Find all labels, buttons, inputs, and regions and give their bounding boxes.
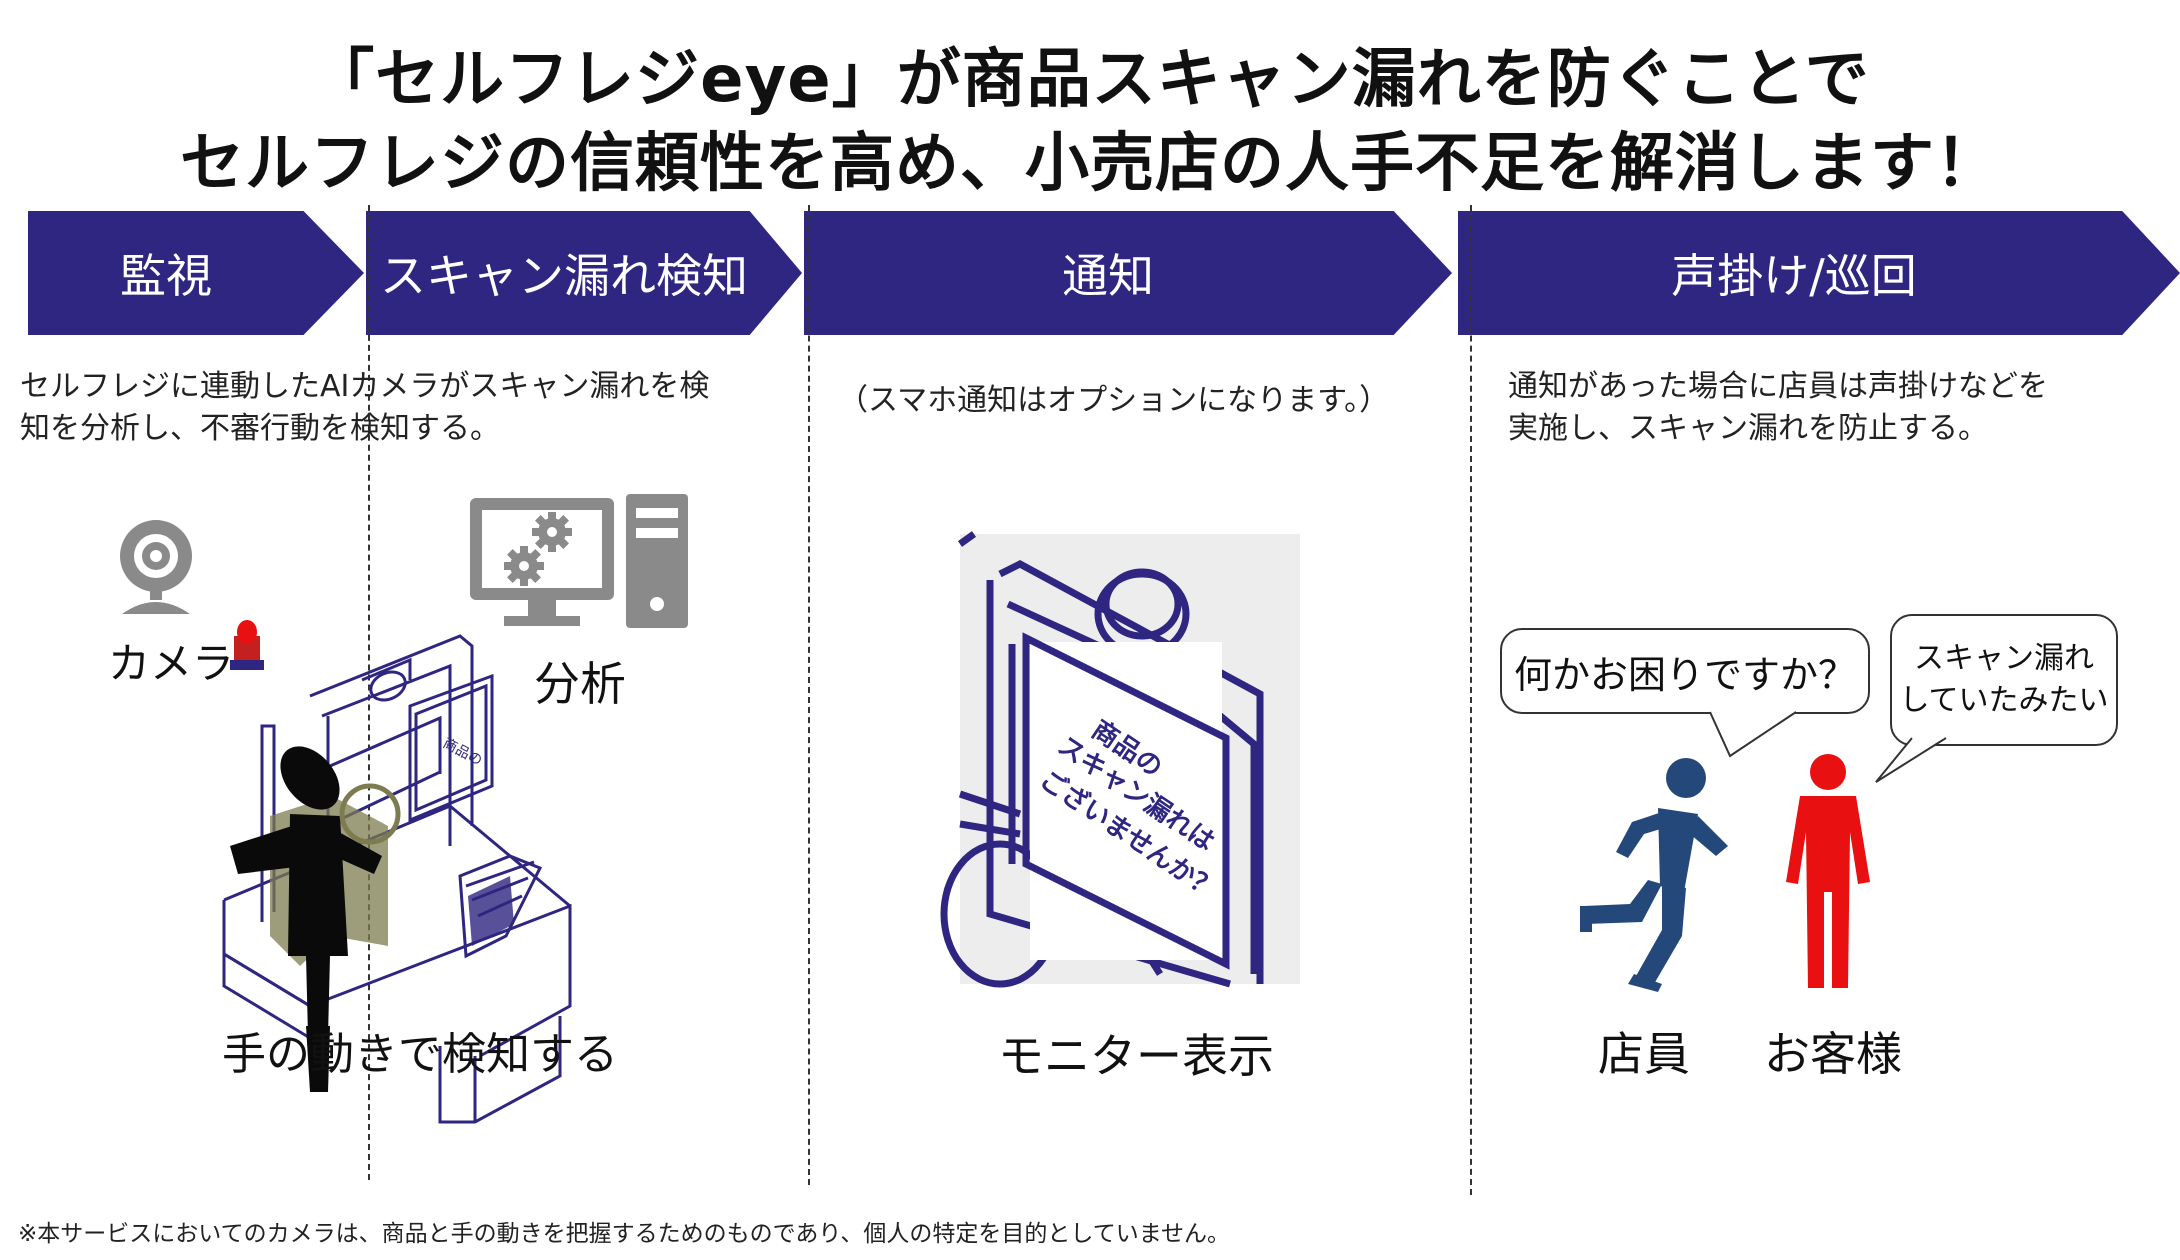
divider-2	[808, 205, 810, 1185]
detection-description-line1: セルフレジに連動したAIカメラがスキャン漏れを検	[20, 369, 710, 404]
step-detection-label: スキャン漏れ検知	[380, 249, 748, 303]
running-staff-icon	[1580, 758, 1728, 992]
detection-description-line2: 知を分析し、不審行動を検知する。	[20, 411, 500, 446]
step-call-out-label: 声掛け/巡回	[1671, 249, 1917, 303]
staff-speech-text: 何かお困りですか？	[1513, 652, 1856, 697]
customer-icon	[1786, 754, 1870, 988]
step-detection: スキャン漏れ検知	[366, 211, 802, 335]
self-checkout-illustration: 商品の	[222, 620, 572, 1124]
call-out-description-line2: 実施し、スキャン漏れを防止する。	[1508, 411, 1988, 446]
customer-label: お客様	[1764, 1027, 1902, 1081]
mini-monitor-text: 商品の	[440, 735, 485, 769]
step-call-out: 声掛け/巡回	[1458, 211, 2180, 335]
monitor-closeup-illustration: 商品の スキャン漏れは ございませんか？	[940, 531, 1300, 988]
step-notification: 通知	[804, 211, 1452, 335]
step-monitoring-label: 監視	[120, 249, 212, 303]
page-title-line1: 「セルフレジeye」が商品スキャン漏れを防ぐことで	[310, 43, 1870, 117]
customer-speech-line2: していたみたい	[1899, 683, 2109, 718]
camera-label: カメラ	[108, 639, 235, 688]
customer-bubble-tail	[1875, 733, 1947, 783]
computer-gear-icon	[470, 494, 688, 628]
staff-speech-bubble: 何かお困りですか？	[1500, 628, 1870, 714]
footnote: ※本サービスにおいてのカメラは、商品と手の動きを把握するためのものであり、個人の…	[18, 1221, 1231, 1247]
step-monitoring: 監視	[28, 211, 364, 335]
call-out-description: 通知があった場合に店員は声掛けなどを 実施し、スキャン漏れを防止する。	[1508, 366, 2048, 450]
staff-label: 店員	[1598, 1027, 1690, 1081]
divider-3	[1470, 205, 1472, 1195]
hand-detection-label: 手の動きで検知する	[222, 1029, 618, 1080]
step-notification-label: 通知	[1062, 249, 1154, 303]
analysis-label: 分析	[534, 657, 626, 711]
call-out-description-line1: 通知があった場合に店員は声掛けなどを	[1508, 369, 2048, 404]
divider-1	[368, 205, 370, 1180]
notify-description: （スマホ通知はオプションになります。）	[838, 383, 1390, 418]
customer-speech-bubble: スキャン漏れ していたみたい	[1890, 614, 2118, 746]
detection-description: セルフレジに連動したAIカメラがスキャン漏れを検 知を分析し、不審行動を検知する…	[20, 366, 709, 450]
staff-bubble-tail	[1709, 707, 1797, 758]
page-title-line2: セルフレジの信頼性を高め、小売店の人手不足を解消します！	[180, 127, 2000, 201]
monitor-label: モニター表示	[998, 1029, 1274, 1083]
customer-speech-line1: スキャン漏れ	[1914, 641, 2094, 676]
webcam-icon	[120, 520, 192, 614]
